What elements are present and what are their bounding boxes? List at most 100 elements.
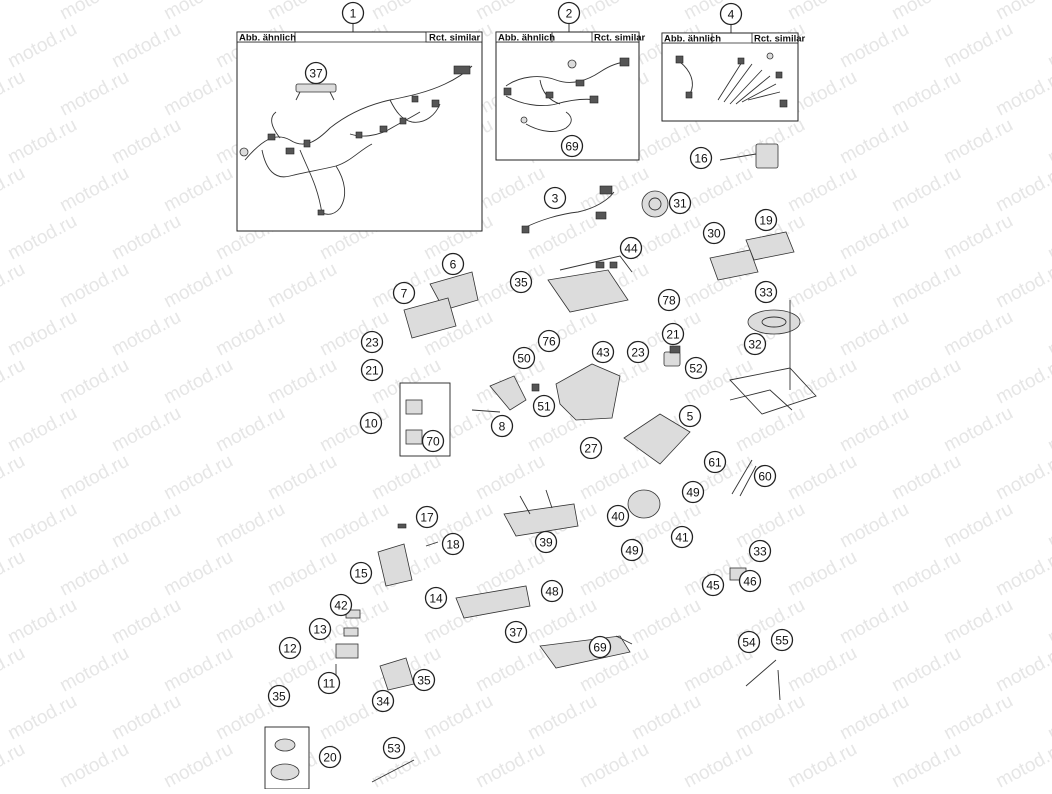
callout-circle — [278, 636, 302, 660]
callout-number: 11 — [323, 677, 336, 691]
watermark-text: motod.ru — [4, 19, 80, 73]
watermark-text: motod.ru — [784, 547, 860, 601]
watermark-text: motod.ru — [56, 355, 132, 409]
callout-circle — [540, 579, 564, 603]
callout-number: 50 — [517, 352, 531, 366]
watermark-text: motod.ru — [420, 691, 496, 745]
callout-44: 44 — [619, 236, 643, 260]
watermark-text: motod.ru — [264, 547, 340, 601]
watermark-text: motod.ru — [1044, 499, 1052, 553]
callout-12: 12 — [278, 636, 302, 660]
callout-40: 40 — [606, 504, 630, 528]
watermark-text: motod.ru — [56, 451, 132, 505]
watermark-text: motod.ru — [472, 643, 548, 697]
watermark-text: motod.ru — [680, 163, 756, 217]
callout-circle — [626, 340, 650, 364]
watermark-text: motod.ru — [940, 19, 1016, 73]
inset-1-right-label: Rct. similar — [429, 33, 481, 44]
callout-circle — [359, 411, 383, 435]
callout-circle — [509, 270, 533, 294]
callout-circle — [371, 689, 395, 713]
watermark-text: motod.ru — [940, 115, 1016, 169]
callout-number: 1 — [350, 7, 357, 21]
callout-circle — [341, 1, 365, 25]
callout-number: 33 — [759, 286, 773, 300]
part-drawings — [264, 143, 817, 790]
callout-23: 23 — [626, 340, 650, 364]
watermark-text: motod.ru — [576, 739, 652, 789]
watermark-text: motod.ru — [160, 547, 236, 601]
callout-21: 21 — [661, 322, 685, 346]
callout-circle — [543, 186, 567, 210]
callout-43: 43 — [591, 340, 615, 364]
callout-number: 27 — [584, 442, 598, 456]
callout-33: 33 — [748, 539, 772, 563]
callout-number: 4 — [728, 8, 735, 22]
callout-number: 21 — [365, 364, 379, 378]
callout-60: 60 — [753, 464, 777, 488]
watermark-text: motod.ru — [160, 355, 236, 409]
watermark-text: motod.ru — [108, 19, 184, 73]
watermark-text: motod.ru — [628, 211, 704, 265]
watermark-text: motod.ru — [524, 307, 600, 361]
callout-circle — [701, 573, 725, 597]
callout-circle — [753, 464, 777, 488]
callout-number: 15 — [354, 567, 368, 581]
watermark-text: motod.ru — [108, 595, 184, 649]
callout-52: 52 — [684, 356, 708, 380]
watermark-text: motod.ru — [836, 691, 912, 745]
callout-76: 76 — [537, 329, 561, 353]
callout-circle — [349, 561, 373, 585]
callout-35: 35 — [267, 684, 291, 708]
callout-circle — [360, 330, 384, 354]
callout-31: 31 — [668, 191, 692, 215]
callout-3: 3 — [543, 186, 567, 210]
callout-circle — [317, 671, 341, 695]
callout-circle — [534, 530, 558, 554]
callout-51: 51 — [532, 394, 556, 418]
callout-number: 69 — [565, 140, 579, 154]
watermark-text: motod.ru — [1044, 19, 1052, 73]
callout-number: 3 — [552, 192, 559, 206]
main-wiring-harness-drawing — [239, 65, 473, 216]
callout-circle — [620, 538, 644, 562]
callout-number: 44 — [624, 242, 638, 256]
callout-circle — [689, 146, 713, 170]
callout-circle — [537, 329, 561, 353]
callout-42: 42 — [329, 593, 353, 617]
watermark-text: motod.ru — [108, 691, 184, 745]
watermark-text: motod.ru — [368, 451, 444, 505]
watermark-text: motod.ru — [472, 739, 548, 789]
callout-number: 12 — [283, 642, 297, 656]
callout-37: 37 — [504, 620, 528, 644]
watermark-text: motod.ru — [576, 163, 652, 217]
callout-11: 11 — [317, 671, 341, 695]
watermark-text: motod.ru — [940, 211, 1016, 265]
callout-circle — [743, 332, 767, 356]
callout-circle — [560, 134, 584, 158]
callout-16: 16 — [689, 146, 713, 170]
watermark-text: motod.ru — [4, 595, 80, 649]
watermark-text: motod.ru — [992, 643, 1052, 697]
watermark-text: motod.ru — [888, 163, 964, 217]
watermark-text: motod.ru — [784, 259, 860, 313]
callout-10: 10 — [359, 411, 383, 435]
callout-27: 27 — [579, 436, 603, 460]
callout-circle — [557, 1, 581, 25]
callout-circle — [678, 404, 702, 428]
callout-5: 5 — [678, 404, 702, 428]
watermark-text: motod.ru — [992, 739, 1052, 789]
callout-number: 69 — [593, 641, 607, 655]
watermark-text: motod.ru — [992, 67, 1052, 121]
watermark-text: motod.ru — [0, 547, 29, 601]
callout-39: 39 — [534, 530, 558, 554]
callout-21: 21 — [360, 358, 384, 382]
callout-49: 49 — [620, 538, 644, 562]
callout-23: 23 — [360, 330, 384, 354]
callout-46: 46 — [738, 569, 762, 593]
callout-circle — [415, 505, 439, 529]
callout-number: 20 — [323, 751, 337, 765]
watermark-text: motod.ru — [628, 691, 704, 745]
